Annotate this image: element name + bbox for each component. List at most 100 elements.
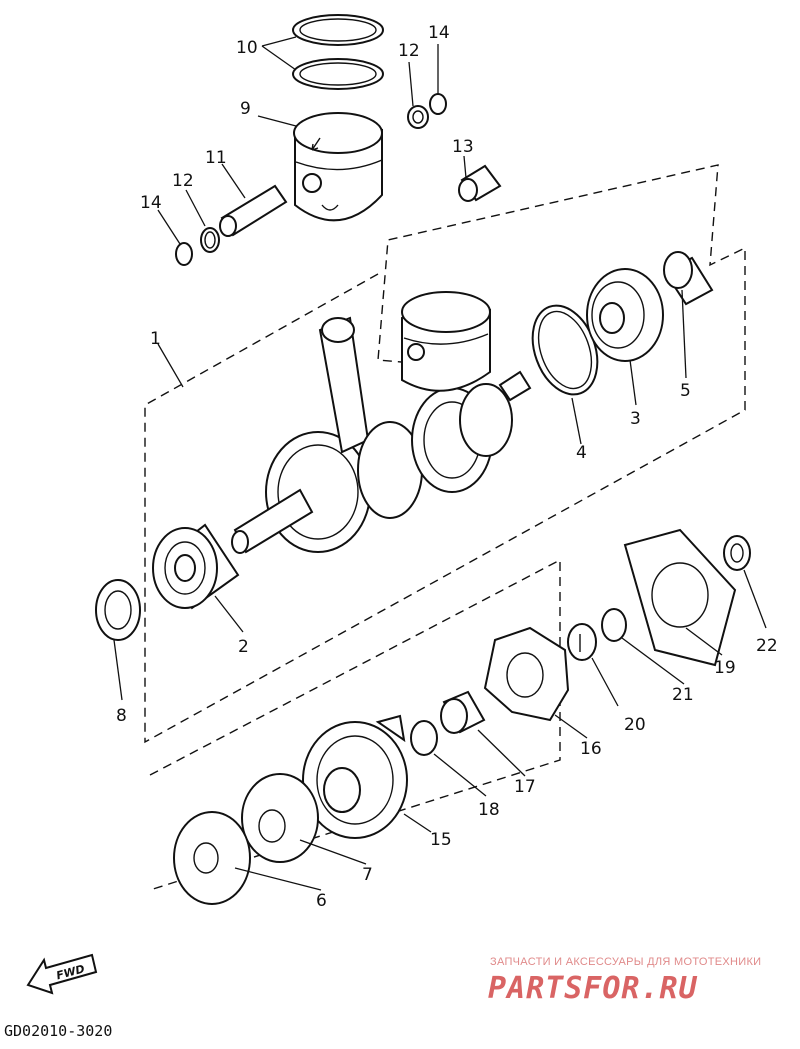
- callout-14-left: 14: [140, 193, 162, 213]
- crank-web-left: [265, 431, 371, 553]
- piston-ring-bottom-inner: [299, 62, 377, 86]
- crank-output-shaft: [498, 370, 532, 402]
- callout-6: 6: [316, 891, 327, 911]
- callout-numbers: 10 9 12 14 13 11 12 14 1 2 3 4 5 6 7 8 1…: [116, 23, 778, 911]
- diagram-code: GD02010-3020: [4, 1022, 112, 1040]
- bearing-left-race: [164, 541, 206, 595]
- con-rod-small-end: [321, 317, 355, 343]
- damper-center: [506, 652, 544, 698]
- callout-4: 4: [576, 443, 587, 463]
- washer: [723, 535, 751, 571]
- rear-piston-groove: [403, 333, 489, 345]
- plug: [567, 623, 597, 661]
- callout-18: 18: [478, 800, 500, 820]
- clip-left: [175, 242, 193, 266]
- watermark-tagline: ЗАПЧАСТИ И АКСЕССУАРЫ ДЛЯ МОТОТЕХНИКИ: [490, 956, 761, 968]
- bearing-right-race: [591, 281, 645, 349]
- coupling-body: [623, 528, 737, 667]
- cover: [173, 811, 251, 905]
- piston-ring-top-inner: [299, 18, 377, 42]
- circlip-left: [200, 227, 220, 253]
- callout-11: 11: [205, 148, 227, 168]
- callout-2: 2: [238, 637, 249, 657]
- coupling-hub: [651, 562, 709, 628]
- nut: [440, 690, 486, 734]
- o-ring-large: [410, 720, 438, 756]
- fwd-arrow-icon: FWD: [26, 953, 98, 995]
- clip-right: [429, 93, 447, 115]
- flange-tab: [375, 714, 406, 743]
- callout-7: 7: [362, 865, 373, 885]
- callout-1: 1: [150, 329, 161, 349]
- piston-ring-groove: [295, 159, 383, 171]
- coupling-flange: [302, 714, 408, 839]
- collar: [663, 251, 714, 306]
- leader-lines: [113, 36, 767, 891]
- rear-piston-crown: [401, 291, 491, 333]
- nut-face: [440, 698, 468, 734]
- oil-seal-inner: [104, 590, 132, 630]
- cover-hole: [193, 842, 219, 874]
- bearing-right: [586, 268, 664, 362]
- piston-ring-bottom: [292, 58, 384, 90]
- circlip-right: [407, 105, 429, 129]
- callout-9: 9: [240, 99, 251, 119]
- bearing-right-outer: [586, 268, 664, 362]
- needle-bearing-end: [458, 178, 478, 202]
- plate-hole: [258, 809, 286, 843]
- piston: [293, 112, 383, 222]
- callout-12-left: 12: [172, 171, 194, 191]
- piston-pin-end: [219, 215, 237, 237]
- needle-bearing: [458, 164, 502, 202]
- callout-14-right: 14: [428, 23, 450, 43]
- crank-web-left-rim: [277, 444, 359, 540]
- watermark-brand: PARTSFOR.RU: [488, 971, 698, 1006]
- callout-20: 20: [624, 715, 646, 735]
- watermark: ЗАПЧАСТИ И АКСЕССУАРЫ ДЛЯ МОТОТЕХНИКИ PA…: [488, 956, 761, 1006]
- callout-3: 3: [630, 409, 641, 429]
- callout-17: 17: [514, 777, 536, 797]
- bearing-left: [152, 523, 240, 610]
- damper-body: [483, 626, 570, 722]
- piston-arrow-icon: [311, 137, 321, 151]
- callout-22: 22: [756, 636, 778, 656]
- piston-pin-boss: [302, 173, 322, 193]
- coupling: [623, 528, 737, 667]
- callout-12-right: 12: [398, 41, 420, 61]
- circlip-right-inner: [412, 110, 424, 124]
- crankshaft-assembly: [231, 291, 532, 554]
- oil-seal-outer: [95, 579, 141, 641]
- piston-skirt-cut: [321, 204, 339, 211]
- callout-19: 19: [714, 658, 736, 678]
- flange-disc-rim: [316, 735, 394, 825]
- callout-10: 10: [236, 38, 258, 58]
- callout-15: 15: [430, 830, 452, 850]
- damper: [483, 626, 570, 722]
- callout-21: 21: [672, 685, 694, 705]
- piston-rings: [292, 14, 384, 90]
- rear-piston-pin-boss: [407, 343, 425, 361]
- piston-crown: [293, 112, 383, 154]
- o-ring-small: [601, 608, 627, 642]
- group-1-outline: [144, 164, 746, 744]
- circlip-ring-inner: [537, 310, 593, 390]
- collar-end: [663, 251, 693, 289]
- piston-pin: [219, 184, 288, 237]
- bearing-right-bore: [599, 302, 625, 334]
- plate: [241, 773, 319, 863]
- callout-8: 8: [116, 706, 127, 726]
- callout-16: 16: [580, 739, 602, 759]
- washer-hole: [730, 543, 744, 563]
- callout-13: 13: [452, 137, 474, 157]
- bearing-left-bore: [174, 554, 196, 582]
- callout-5: 5: [680, 381, 691, 401]
- flange-hub: [323, 767, 361, 813]
- crank-shaft-end: [231, 530, 249, 554]
- crank-web-right: [459, 383, 513, 457]
- piston-body: [294, 128, 383, 222]
- piston-ring-top: [292, 14, 384, 46]
- circlip-left-inner: [204, 231, 216, 249]
- oil-seal: [95, 579, 141, 641]
